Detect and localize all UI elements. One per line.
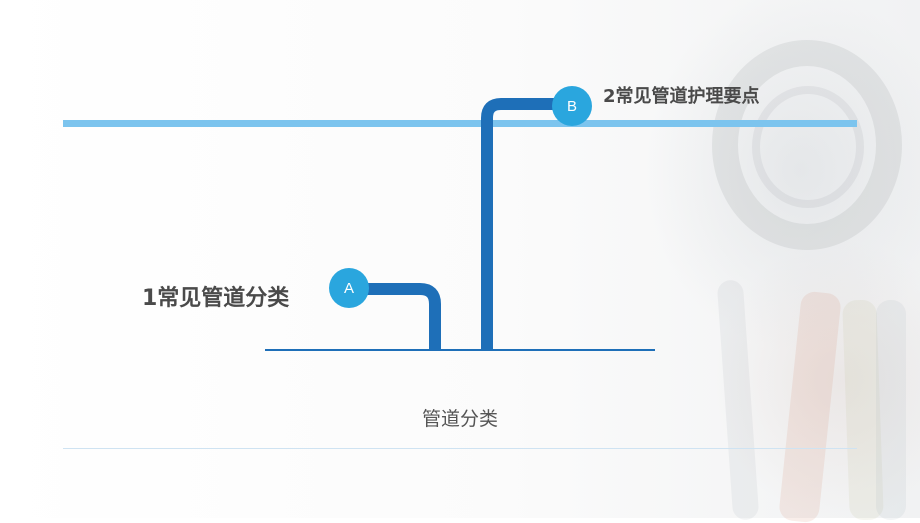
bottom-divider [63,448,857,449]
stethoscope-inner-ring [752,86,864,208]
marker-a: A [329,268,369,308]
base-line [265,349,655,351]
section1-title: 1常见管道分类 [142,286,290,311]
section2-title: 2常见管道护理要点 [603,86,760,107]
top-accent-line [63,120,857,127]
marker-b: B [552,86,592,126]
slide-caption: 管道分类 [421,408,498,430]
pipe-b [481,98,572,350]
pen-image [876,300,906,520]
pipe-a [349,283,441,350]
